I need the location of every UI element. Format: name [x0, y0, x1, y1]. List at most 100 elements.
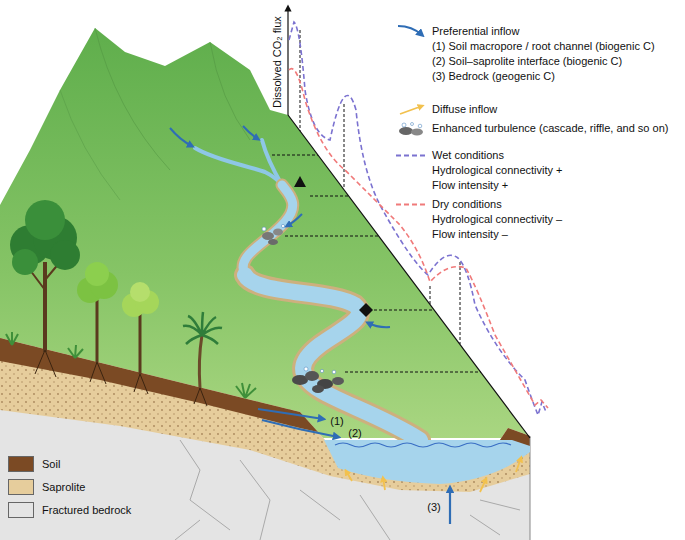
- legend-text: Diffuse inflow: [432, 102, 497, 117]
- legend-sample: [411, 123, 414, 126]
- axis-label: Dissolved CO₂ flux: [271, 16, 283, 108]
- river-water: [324, 440, 530, 484]
- vegetation: [6, 332, 18, 345]
- legend-item: (3) Bedrock (geogenic C): [392, 69, 682, 84]
- mountain-surface: [210, 42, 250, 140]
- projection-lines: [374, 310, 434, 311]
- legend-text: Flow intensity +: [432, 178, 508, 193]
- legend-item: Hydrological connectivity +: [392, 163, 682, 178]
- callout-number: (3): [427, 501, 440, 513]
- vegetation: [183, 312, 222, 344]
- legend-sample: [392, 24, 432, 39]
- rock-cascade: [273, 229, 283, 236]
- cross-section: [175, 520, 200, 540]
- legend-text: Dry conditions: [432, 197, 502, 212]
- legend-text: (1) Soil macropore / root channel (bioge…: [432, 39, 655, 54]
- legend-sample: [392, 69, 432, 84]
- river-water: [335, 443, 511, 447]
- inflow-arrows: [170, 126, 521, 524]
- vegetation: [35, 350, 207, 406]
- vegetation: [96, 300, 99, 362]
- river-water: [324, 440, 530, 484]
- legend-sample: [392, 197, 432, 212]
- legend-item: Wet conditions: [392, 148, 682, 163]
- legend-sample: [392, 102, 432, 117]
- vegetation: [68, 345, 83, 358]
- legend-text: Wet conditions: [432, 148, 504, 163]
- legend: Preferential inflow(1) Soil macropore / …: [392, 24, 682, 242]
- inflow-arrows: [516, 458, 521, 472]
- cross-section: [0, 338, 530, 492]
- site-markers: [294, 176, 306, 187]
- legend-sample: [402, 123, 406, 127]
- vegetation: [43, 262, 47, 352]
- vegetation: [236, 383, 256, 398]
- legend-sample: [392, 54, 432, 69]
- legend-sample: [392, 197, 432, 212]
- cross-section: [0, 338, 530, 540]
- flux-curves: [289, 69, 548, 408]
- legend-sample: [396, 155, 428, 157]
- stream: [243, 185, 293, 275]
- cross-section: [480, 500, 520, 510]
- projection-lines: [344, 104, 345, 189]
- legend-sample: [396, 204, 428, 206]
- callout-number: (1): [330, 415, 343, 427]
- projection-lines: [460, 262, 461, 344]
- rock-cascade: [262, 227, 266, 231]
- legend-item: Hydrological connectivity –: [392, 212, 682, 227]
- rock-cascade: [262, 232, 274, 240]
- inflow-arrows: [368, 323, 390, 327]
- rock-cascade: [332, 370, 336, 374]
- legend-sample: [411, 129, 423, 136]
- legend-text: Hydrological connectivity +: [432, 163, 563, 178]
- projection-lines: [272, 155, 318, 156]
- legend-text: Flow intensity –: [432, 227, 508, 242]
- stream: [262, 140, 282, 185]
- cross-section: [470, 515, 500, 535]
- legend-text: Soil: [42, 457, 60, 472]
- projection-lines: [430, 286, 431, 304]
- vegetation: [130, 282, 150, 302]
- legend-sample: [392, 121, 432, 136]
- legend-text: (3) Bedrock (geogenic C): [432, 69, 555, 84]
- stream: [243, 185, 293, 275]
- legend-sample: [418, 124, 422, 128]
- legend: SoilSaproliteFractured bedrock: [8, 456, 168, 518]
- callout-number: (2): [348, 427, 361, 439]
- legend-item: Flow intensity +: [392, 178, 682, 193]
- legend-item: Flow intensity –: [392, 227, 682, 242]
- legend-item: (2) Soil–saprolite interface (biogenic C…: [392, 54, 682, 69]
- inflow-arrows: [383, 478, 385, 490]
- inflow-arrows: [170, 128, 192, 146]
- stream: [195, 148, 282, 185]
- vegetation: [199, 335, 202, 388]
- vegetation: [85, 262, 109, 286]
- legend-swatch: [8, 456, 34, 472]
- flux-axis: [287, 8, 288, 115]
- legend-sample: [392, 212, 432, 227]
- legend-text: Enhanced turbulence (cascade, riffle, an…: [432, 121, 668, 136]
- cross-section: [0, 338, 530, 540]
- legend-swatch: [8, 479, 34, 495]
- legend-text: Hydrological connectivity –: [432, 212, 562, 227]
- legend-sample: [392, 148, 432, 163]
- inflow-arrows: [287, 214, 302, 226]
- inflow-arrows: [449, 488, 451, 524]
- legend-sample: [392, 121, 432, 136]
- legend-item: Soil: [8, 456, 168, 472]
- inflow-arrows: [262, 420, 338, 437]
- projection-lines: [345, 372, 481, 373]
- cross-section: [180, 440, 230, 530]
- inflow-arrows: [243, 126, 258, 139]
- vegetation: [50, 240, 80, 270]
- projection-lines: [285, 236, 379, 237]
- rock-cascade: [281, 224, 284, 227]
- legend-item: Diffuse inflow: [392, 102, 682, 117]
- inflow-arrows: [346, 471, 352, 481]
- inflow-arrows: [480, 479, 486, 492]
- legend-sample: [392, 102, 432, 117]
- legend-item: Fractured bedrock: [8, 502, 168, 518]
- rock-cascade: [304, 367, 308, 371]
